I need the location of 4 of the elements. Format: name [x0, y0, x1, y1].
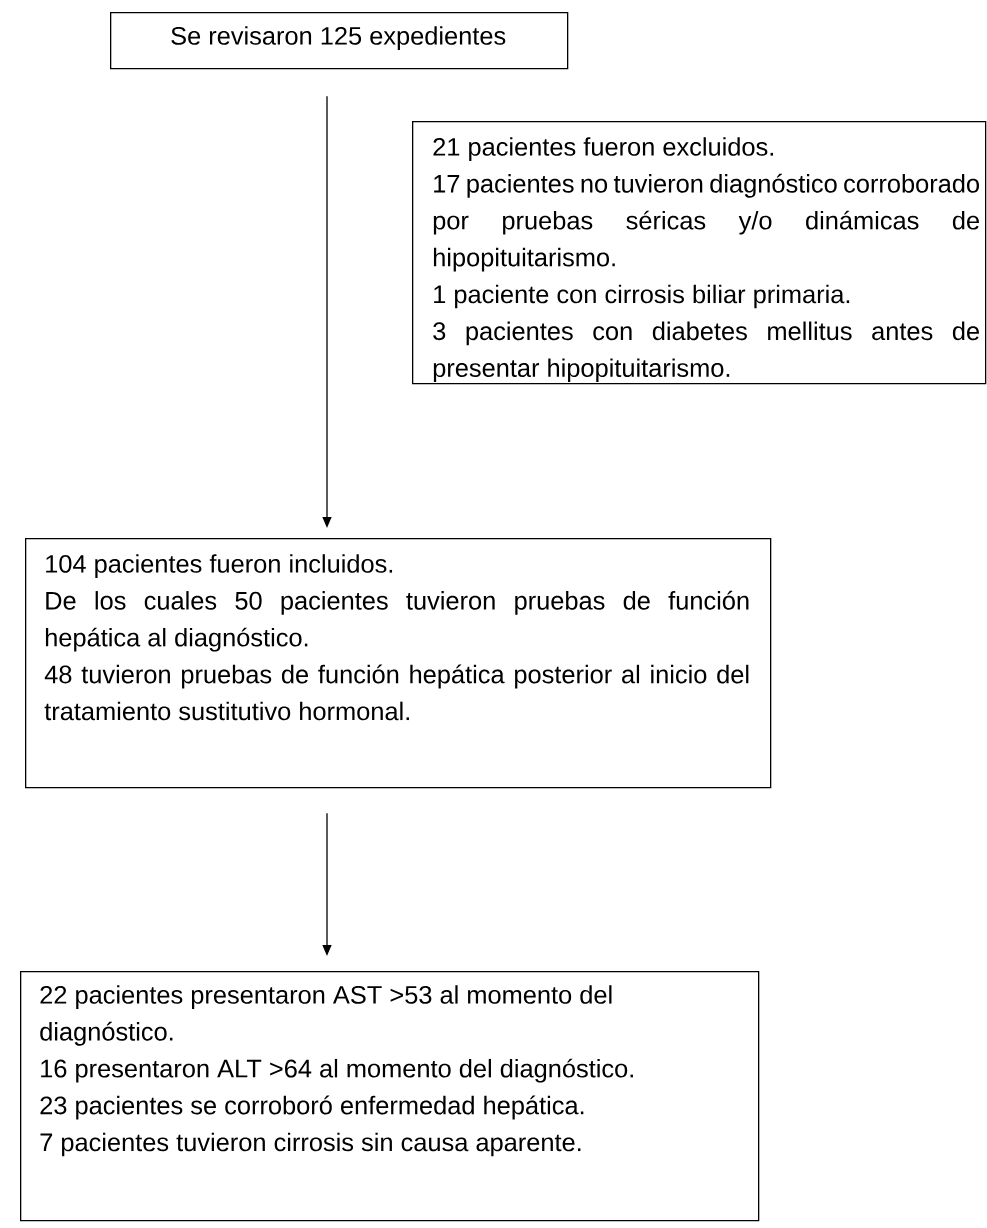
process-box: 22 pacientes presentaron AST >53 al momento del diagnóstico. 16 presentaron ALT >64 al momento del diagnóstico. 23 pacientes se corroboró enfermedad hepática. 7 pacientes tuvieron cirrosis sin causa aparente.: [20, 971, 760, 1222]
process-box: 104 pacientes fueron incluidos. De los cuales 50 pacientes tuvieron pruebas de función hepática al diagnóstico. 48 tuvieron pruebas de función hepática posterior al inicio del tratamiento sustitutivo hormonal.: [25, 538, 772, 789]
process-box: 21 pacientes fueron excluidos. 17 pacientes no tuvieron diagnóstico corroborado por pruebas séricas y/o dinámicas de hipopituitarismo. 1 paciente con cirrosis biliar primaria. 3 pacientes con diabetes mellitus antes de presentar hipopituitarismo.: [412, 121, 987, 385]
process-box: Se revisaron 125 expedientes: [110, 12, 569, 70]
